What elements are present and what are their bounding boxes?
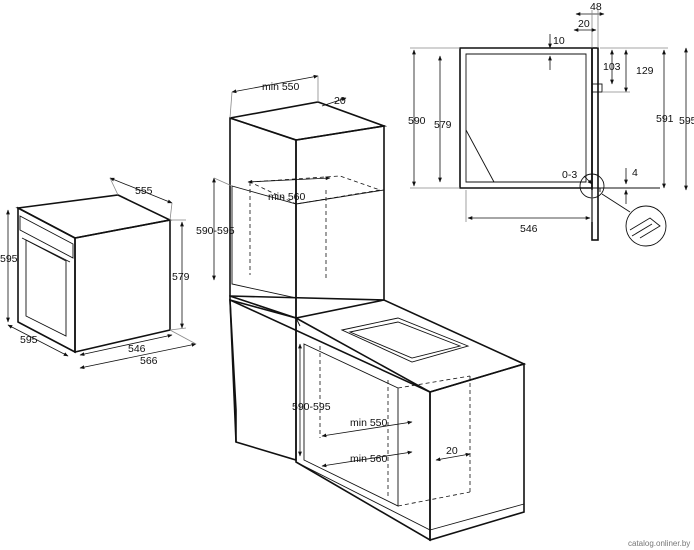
section-579-label: 579: [434, 119, 452, 131]
section-4-label: 4: [632, 167, 638, 179]
section-591-label: 591: [656, 113, 674, 125]
section-590-label: 590: [408, 115, 426, 127]
section-48-label: 48: [590, 1, 602, 13]
base-niche-height-label: 590-595: [292, 401, 331, 413]
tall-cabinet-drawing: min 550 20 min 560 590-595: [196, 74, 388, 320]
watermark: catalog.onliner.by: [628, 539, 690, 548]
section-595-label: 595: [679, 115, 694, 127]
tall-niche-depth-label: min 560: [268, 191, 306, 203]
oven-depth-566-label: 566: [140, 355, 158, 367]
oven-depth-546-label: 546: [128, 343, 146, 355]
tall-top-offset-label: 20: [334, 95, 346, 107]
section-546-label: 546: [520, 223, 538, 235]
base-cabinet-drawing: 590-595 min 550 min 560 20: [229, 295, 527, 542]
base-niche-width-label: min 550: [350, 417, 388, 429]
oven-width-label: 555: [135, 185, 153, 197]
tall-top-width-label: min 550: [262, 81, 300, 93]
oven-inner-height-label: 579: [172, 271, 190, 283]
section-10-label: 10: [553, 35, 565, 47]
section-drawing: 48 20 10 103 129 590 579 591 595 0-3: [408, 1, 694, 247]
section-103-label: 103: [603, 61, 621, 73]
section-129-label: 129: [636, 65, 654, 77]
base-niche-depth-label: min 560: [350, 453, 388, 465]
base-bottom-offset-label: 20: [446, 445, 458, 457]
section-gap-label: 0-3: [562, 169, 577, 181]
oven-depth-left-label: 595: [20, 334, 38, 346]
section-20-label: 20: [578, 18, 590, 30]
oven-height-label: 595: [0, 253, 18, 265]
oven-drawing: 555 595 579 595 546 566: [0, 177, 197, 370]
tall-niche-height-label: 590-595: [196, 225, 235, 237]
